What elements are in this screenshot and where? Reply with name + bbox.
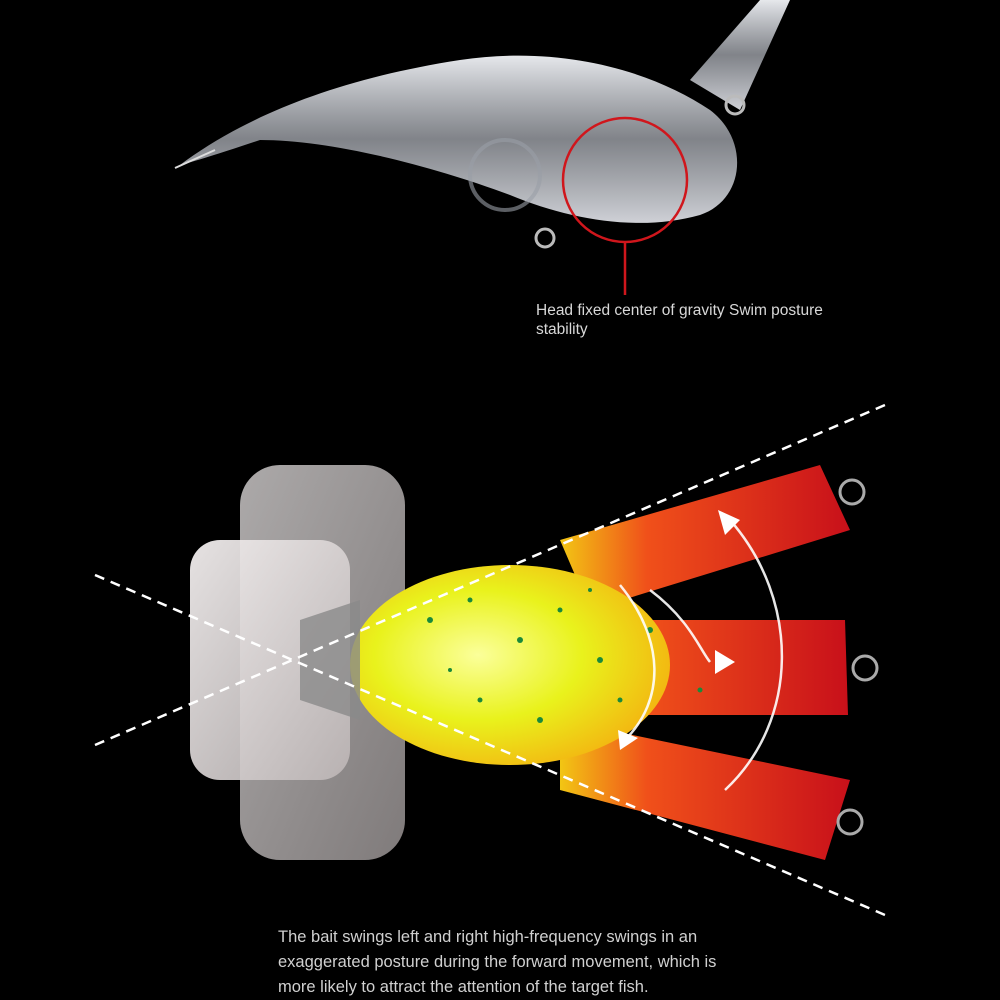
top-annotation: Head fixed center of gravity Swim postur… [536,302,823,338]
arrow-heads [618,510,740,750]
swing-axis-lines [94,403,886,917]
bottom-description: The bait swings left and right high-freq… [278,928,717,996]
clear-lure-body [174,0,790,249]
swing-arrows [619,519,784,791]
swing-lure [190,465,879,860]
